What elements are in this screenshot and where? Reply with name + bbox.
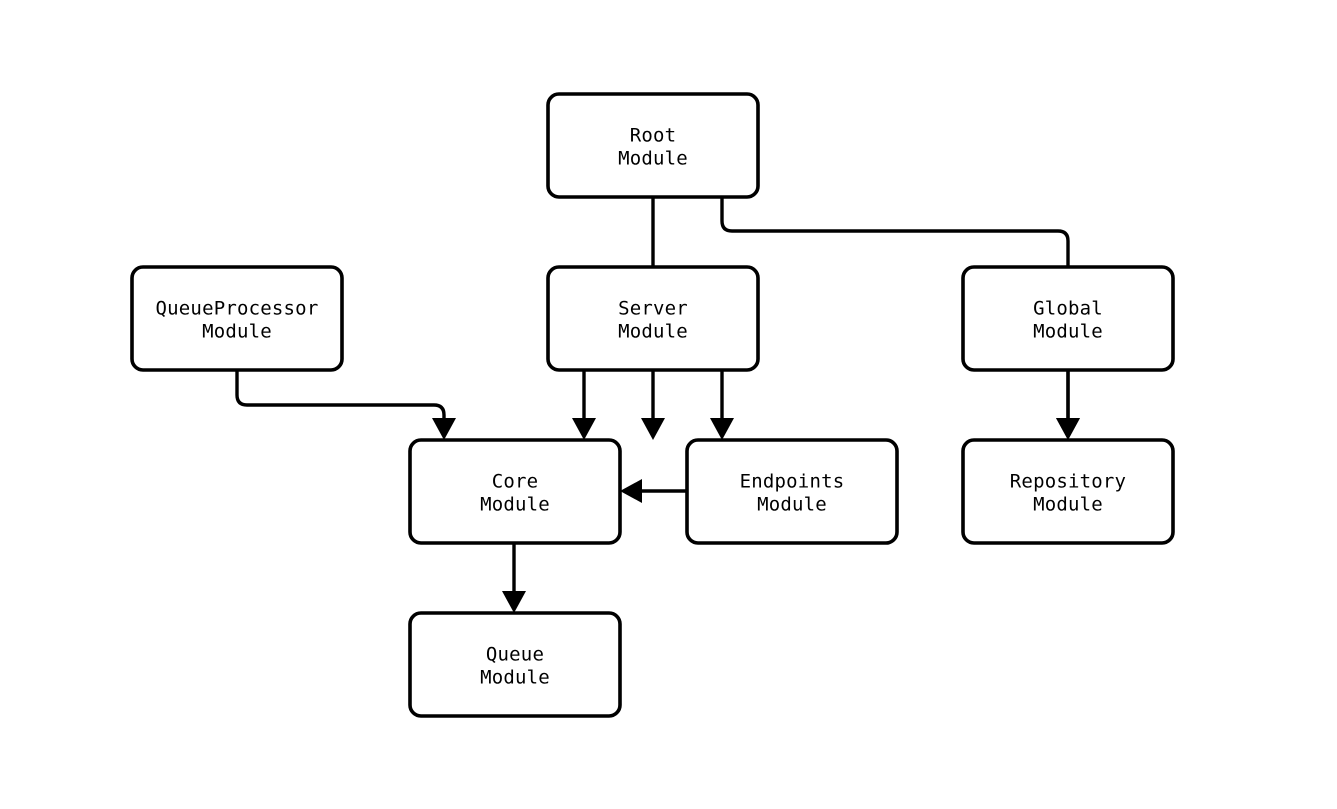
node-label-line1: Root bbox=[630, 125, 677, 147]
node-layer: Root Module QueueProcessor Module Server… bbox=[130, 92, 1175, 718]
edge-layer bbox=[235, 197, 1080, 613]
edge-core-to-queue bbox=[502, 543, 526, 613]
node-box[interactable] bbox=[408, 438, 622, 545]
edge-server-to-endpoints bbox=[710, 370, 734, 440]
node-box[interactable] bbox=[546, 92, 760, 199]
node-label-line2: Module bbox=[618, 148, 688, 170]
edge-global-to-repository bbox=[1056, 370, 1080, 440]
node-label-line2: Module bbox=[618, 321, 688, 343]
node-label-line2: Module bbox=[480, 494, 550, 516]
node-endpoints-module[interactable]: Endpoints Module bbox=[685, 438, 899, 545]
node-label-line2: Module bbox=[757, 494, 827, 516]
node-label-line2: Module bbox=[480, 667, 550, 689]
edge-endpoints-to-core bbox=[620, 479, 687, 503]
node-label-line1: Queue bbox=[486, 644, 544, 666]
node-root-module[interactable]: Root Module bbox=[546, 92, 760, 199]
node-box[interactable] bbox=[685, 438, 899, 545]
node-queueprocessor-module[interactable]: QueueProcessor Module bbox=[130, 265, 344, 372]
node-box[interactable] bbox=[546, 265, 760, 372]
node-label-line1: Core bbox=[492, 471, 539, 493]
node-server-module[interactable]: Server Module bbox=[546, 265, 760, 372]
node-label-line2: Module bbox=[1033, 321, 1103, 343]
edge-line bbox=[235, 370, 446, 427]
node-queue-module[interactable]: Queue Module bbox=[408, 611, 622, 718]
node-core-module[interactable]: Core Module bbox=[408, 438, 622, 545]
node-global-module[interactable]: Global Module bbox=[961, 265, 1175, 372]
node-label-line1: Repository bbox=[1010, 471, 1126, 493]
edge-queueprocessor-to-core bbox=[235, 370, 456, 440]
node-box[interactable] bbox=[408, 611, 622, 718]
node-label-line1: Server bbox=[618, 298, 688, 320]
node-repository-module[interactable]: Repository Module bbox=[961, 438, 1175, 545]
edge-server-to-core bbox=[572, 370, 596, 440]
node-box[interactable] bbox=[961, 438, 1175, 545]
node-box[interactable] bbox=[130, 265, 344, 372]
node-box[interactable] bbox=[961, 265, 1175, 372]
arrowhead-icon bbox=[502, 591, 526, 613]
node-label-line1: Global bbox=[1033, 298, 1103, 320]
arrowhead-icon bbox=[432, 418, 456, 440]
arrowhead-icon bbox=[620, 479, 642, 503]
arrowhead-icon bbox=[641, 418, 665, 440]
node-label-line2: Module bbox=[202, 321, 272, 343]
edge-line bbox=[720, 197, 1070, 427]
arrowhead-icon bbox=[1056, 418, 1080, 440]
node-label-line2: Module bbox=[1033, 494, 1103, 516]
node-label-line1: QueueProcessor bbox=[156, 298, 319, 320]
arrowhead-icon bbox=[572, 418, 596, 440]
node-label-line1: Endpoints bbox=[740, 471, 845, 493]
arrowhead-icon bbox=[710, 418, 734, 440]
